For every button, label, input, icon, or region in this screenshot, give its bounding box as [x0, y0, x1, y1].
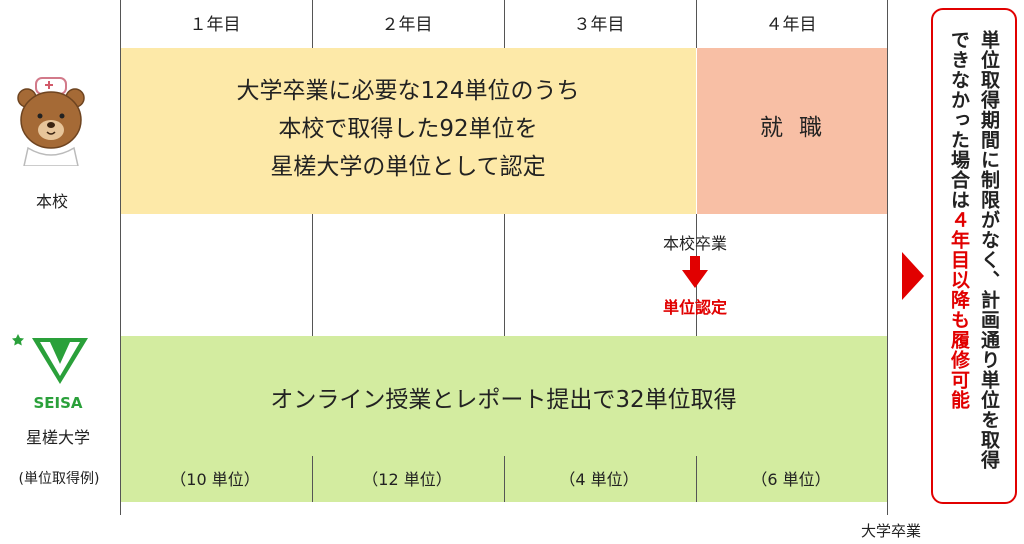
school-credits-line-1: 大学卒業に必要な124単位のうち	[236, 78, 580, 104]
seisa-logo-text: SEISA	[33, 394, 83, 412]
job-label: 就職	[760, 115, 838, 141]
school-credits-line-3: 星槎大学の単位として認定	[270, 154, 546, 180]
year-3-header: ３年目	[573, 15, 625, 35]
seisa-logo-icon	[12, 334, 88, 384]
credit-year-2: （12 単位）	[362, 470, 452, 489]
university-label: 星槎大学	[25, 428, 90, 447]
grid-line	[696, 456, 697, 502]
school-graduation-label: 本校卒業	[662, 234, 727, 253]
credit-year-4: （6 単位）	[751, 470, 831, 489]
down-arrow-icon	[682, 256, 708, 288]
grid-line	[312, 214, 313, 336]
credit-year-1: （10 単位）	[170, 470, 260, 489]
school-credits-box	[120, 48, 696, 214]
credit-year-3: （4 単位）	[559, 470, 639, 489]
grid-line	[504, 0, 505, 48]
certification-label: 単位認定	[662, 298, 727, 317]
example-label: (単位取得例)	[18, 471, 100, 487]
grid-line	[504, 214, 505, 336]
right-triangle-icon	[902, 252, 924, 300]
grid-line	[312, 456, 313, 502]
bear-nurse-icon	[17, 77, 85, 166]
school-credits-text: 大学卒業に必要な124単位のうち 本校で取得した92単位を 星槎大学の単位として…	[120, 72, 696, 186]
note-highlight: ４年目以降も履修可能	[948, 210, 970, 410]
note-line-2-text: できなかった場合は	[948, 30, 970, 210]
grid-line	[120, 0, 121, 515]
university-graduation-label: 大学卒業	[860, 522, 921, 540]
year-1-header: １年目	[189, 15, 241, 35]
job-box	[697, 48, 887, 214]
grid-line	[504, 456, 505, 502]
note-line-2: できなかった場合は４年目以降も履修可能	[948, 30, 970, 410]
grid-line	[312, 0, 313, 48]
note-box: 単位取得期間に制限がなく、計画通り単位を取得 できなかった場合は４年目以降も履修…	[931, 8, 1017, 504]
online-credits-text: オンライン授業とレポート提出で32単位取得	[270, 387, 737, 413]
year-2-header: ２年目	[381, 15, 433, 35]
note-line-1: 単位取得期間に制限がなく、計画通り単位を取得	[978, 30, 1000, 470]
year-4-header: ４年目	[765, 15, 817, 35]
grid-line	[696, 0, 697, 48]
grid-line	[887, 0, 888, 515]
school-credits-line-2: 本校で取得した92単位を	[278, 116, 538, 142]
school-label: 本校	[35, 192, 68, 211]
university-credits-box	[120, 336, 887, 502]
